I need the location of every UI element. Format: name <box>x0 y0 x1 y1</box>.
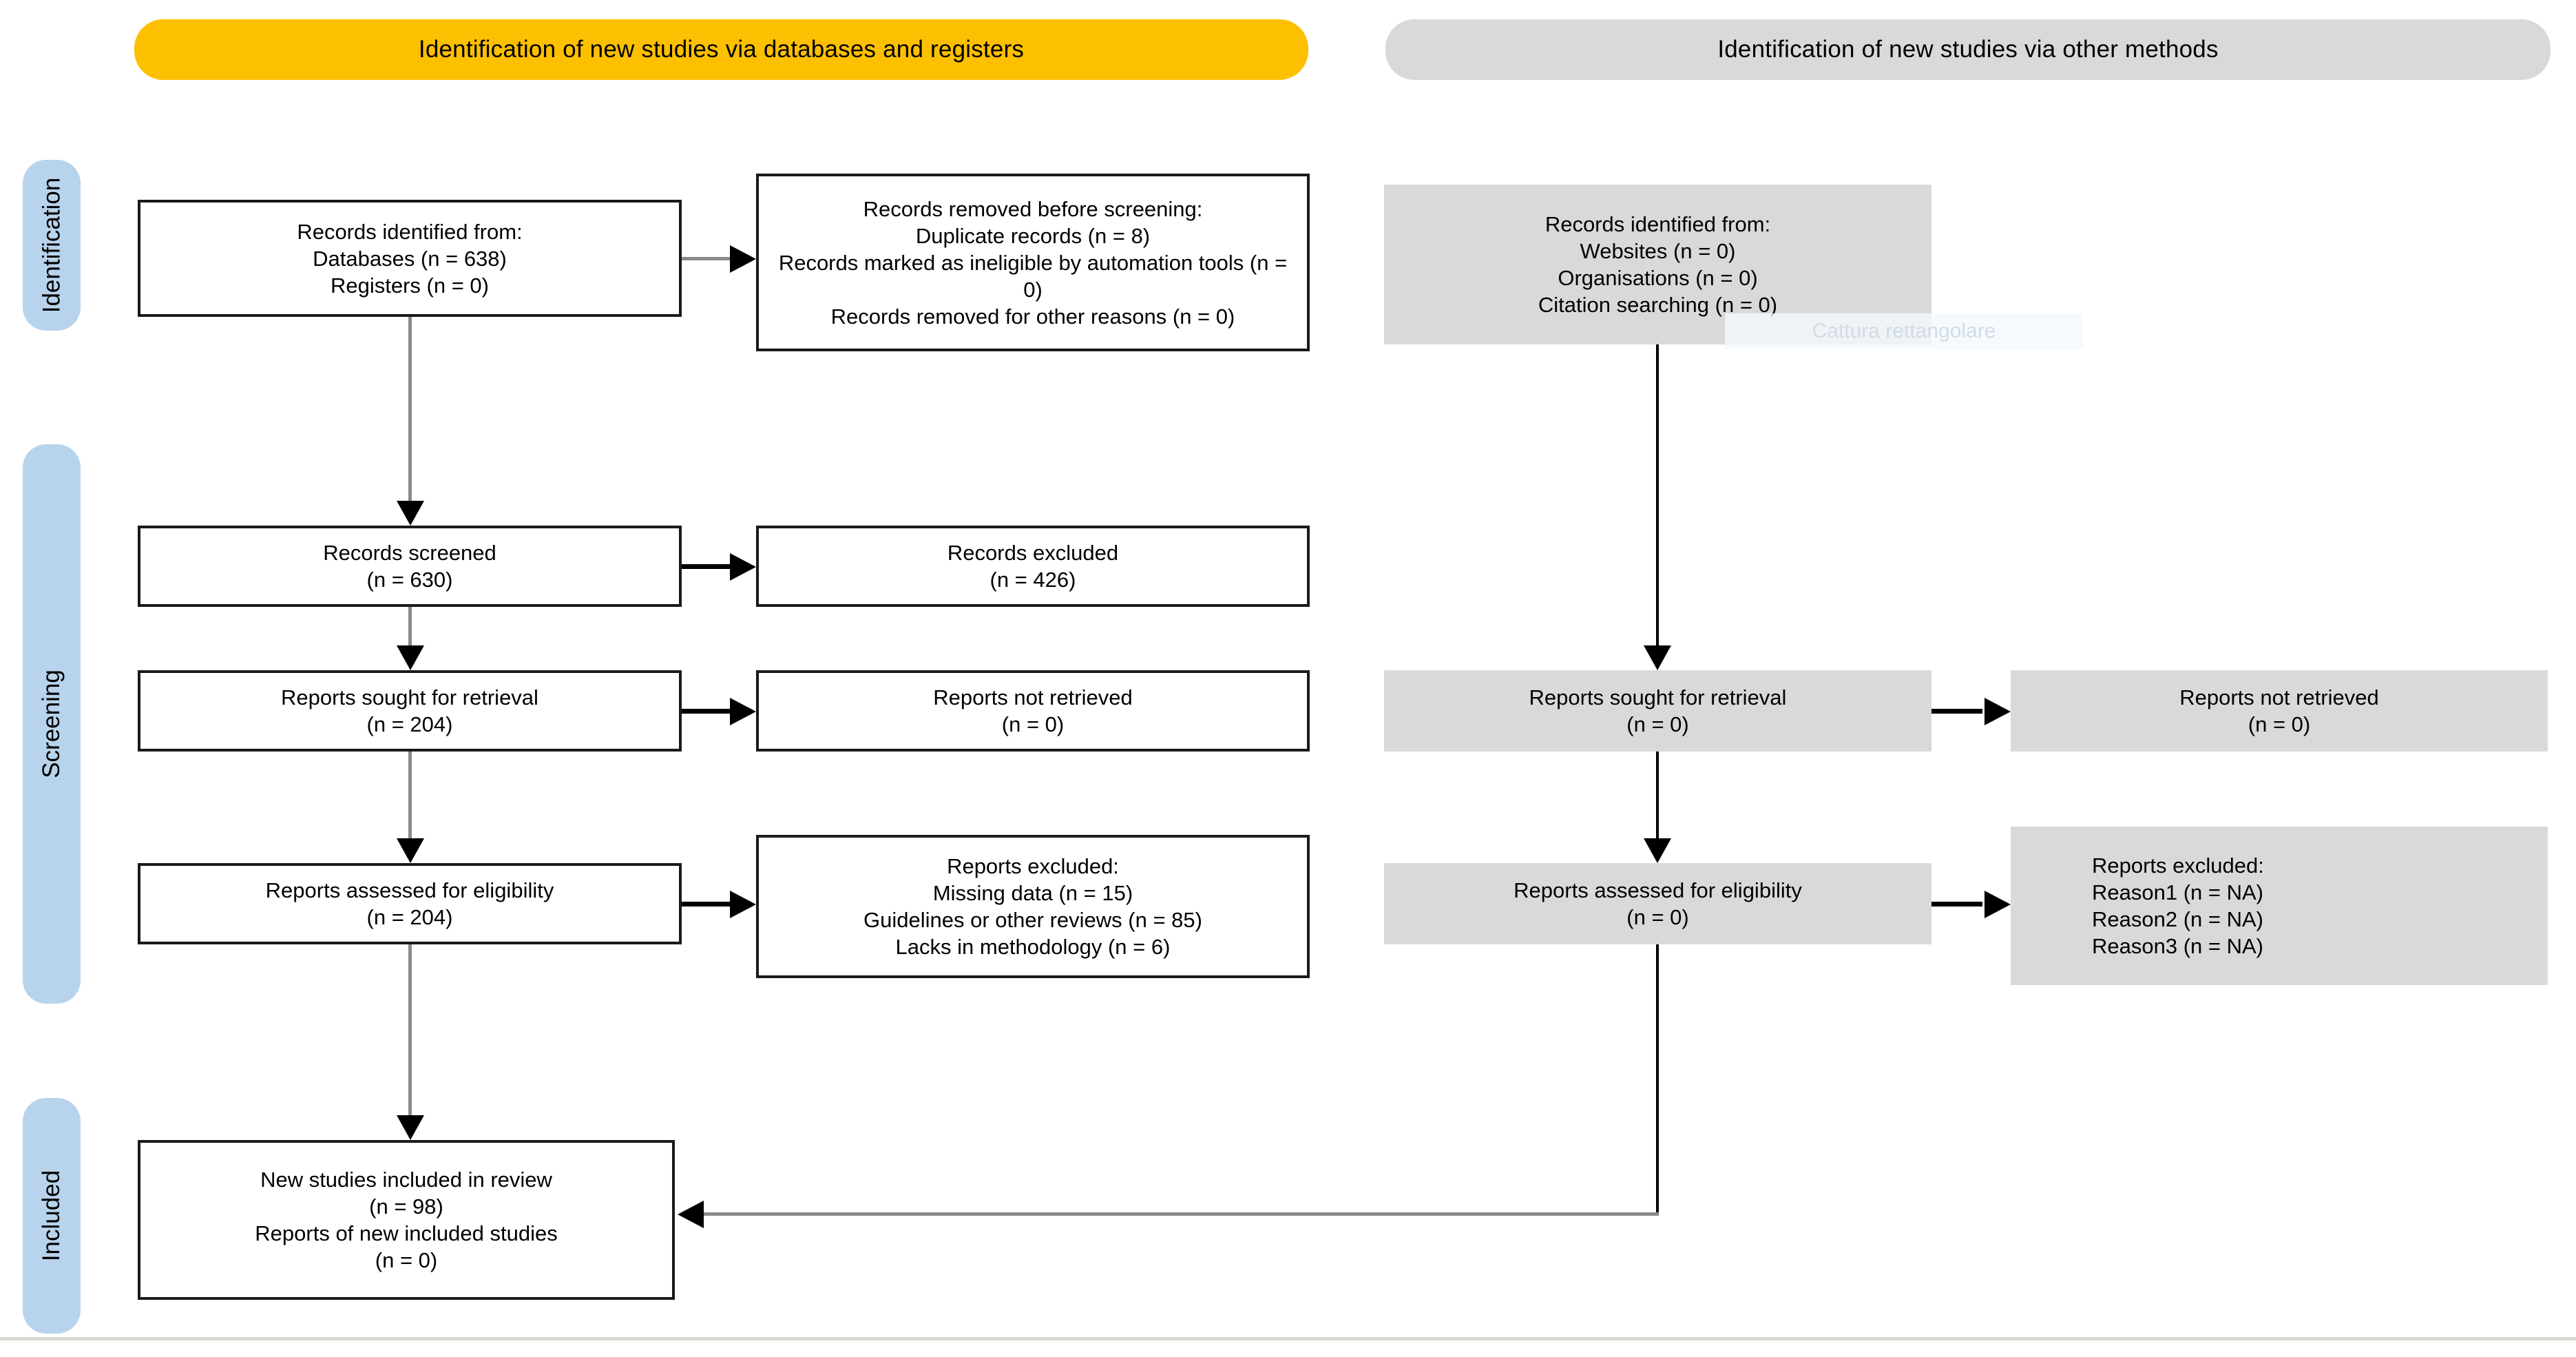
box-reports-assessed-databases: Reports assessed for eligibility (n = 20… <box>138 863 682 944</box>
arrowhead-right-icon <box>1985 891 2011 918</box>
box-line: Reason2 (n = NA) <box>2092 907 2263 931</box>
stage-identification: Identification <box>23 160 81 331</box>
box-line: Reason1 (n = NA) <box>2092 880 2263 904</box>
arrowhead-right-icon <box>730 245 756 273</box>
box-line: Records identified from: <box>297 219 523 244</box>
screenshot-tooltip-text: Cattura rettangolare <box>1812 320 1996 342</box>
box-line: Organisations (n = 0) <box>1558 266 1758 290</box>
box-line: Websites (n = 0) <box>1580 239 1736 263</box>
box-line: Databases (n = 638) <box>313 246 507 271</box>
box-line: Registers (n = 0) <box>330 273 489 298</box>
box-line: Records screened <box>323 541 496 565</box>
arrowhead-left-icon <box>678 1201 704 1228</box>
arrow-screened-to-excluded <box>682 564 731 569</box>
box-line: Guidelines or other reviews (n = 85) <box>863 908 1202 932</box>
box-line: Records excluded <box>947 541 1119 565</box>
arrow-assessed-to-excluded <box>682 902 731 907</box>
box-records-excluded: Records excluded (n = 426) <box>756 526 1310 607</box>
stage-screening: Screening <box>23 444 81 1004</box>
box-reports-not-retrieved-other: Reports not retrieved (n = 0) <box>2011 670 2548 752</box>
box-line: Reports sought for retrieval <box>1529 685 1787 709</box>
box-line: (n = 204) <box>366 712 453 736</box>
stage-included-label: Included <box>38 1170 65 1262</box>
arrowhead-right-icon <box>1985 698 2011 725</box>
box-reports-sought-databases: Reports sought for retrieval (n = 204) <box>138 670 682 752</box>
box-line: (n = 0) <box>2248 712 2311 736</box>
connector-assessed-other-down <box>1656 944 1659 1214</box>
arrow-identified-to-removed <box>682 257 731 260</box>
box-line: New studies included in review <box>260 1168 552 1192</box>
arrowhead-down-icon <box>397 1115 424 1140</box>
arrow-screened-to-sought <box>408 607 412 647</box>
screenshot-tooltip-artifact: Cattura rettangolare <box>1725 313 2083 349</box>
banner-other-methods: Identification of new studies via other … <box>1385 19 2551 80</box>
box-records-identified-databases: Records identified from: Databases (n = … <box>138 200 682 317</box>
box-line: Reports excluded: <box>947 854 1119 878</box>
box-line: Reports excluded: <box>2092 853 2264 878</box>
arrow-identified-other-to-sought <box>1656 344 1659 647</box>
box-records-identified-other: Records identified from: Websites (n = 0… <box>1384 185 1931 344</box>
box-line: Reports assessed for eligibility <box>1514 878 1802 902</box>
banner-other-label: Identification of new studies via other … <box>1717 36 2219 63</box>
arrowhead-down-icon <box>1644 838 1671 863</box>
arrow-assessed-to-included <box>408 944 412 1117</box>
box-reports-sought-other: Reports sought for retrieval (n = 0) <box>1384 670 1931 752</box>
box-line: Lacks in methodology (n = 6) <box>895 935 1171 959</box>
arrow-sought-to-notretrieved <box>682 709 731 714</box>
box-line: Reports not retrieved <box>2179 685 2379 709</box>
arrow-sought-other-to-assessed <box>1656 752 1659 840</box>
arrowhead-down-icon <box>397 501 424 526</box>
arrowhead-right-icon <box>730 698 756 725</box>
box-line: Duplicate records (n = 8) <box>915 223 1151 248</box>
box-line: Records removed before screening: <box>863 196 1203 221</box>
box-line: (n = 630) <box>366 568 453 592</box>
box-line: (n = 98) <box>369 1194 443 1219</box>
stage-identification-label: Identification <box>38 177 65 313</box>
box-records-screened: Records screened (n = 630) <box>138 526 682 607</box>
arrowhead-right-icon <box>730 891 756 918</box>
box-line: (n = 0) <box>1626 712 1689 736</box>
box-reports-assessed-other: Reports assessed for eligibility (n = 0) <box>1384 863 1931 944</box>
box-reports-not-retrieved-databases: Reports not retrieved (n = 0) <box>756 670 1310 752</box>
stage-screening-label: Screening <box>38 670 65 778</box>
arrow-assessed-other-to-excluded <box>1931 902 1982 907</box>
box-line: (n = 204) <box>366 905 453 929</box>
banner-databases-label: Identification of new studies via databa… <box>418 36 1025 63</box>
box-line: (n = 0) <box>1626 905 1689 929</box>
box-reports-excluded-databases: Reports excluded: Missing data (n = 15) … <box>756 835 1310 978</box>
box-line: Records identified from: <box>1544 212 1771 236</box>
box-line: Reports sought for retrieval <box>281 685 538 709</box>
arrowhead-right-icon <box>730 553 756 581</box>
box-line: Reason3 (n = NA) <box>2092 934 2263 958</box>
box-line: Reports assessed for eligibility <box>265 878 554 902</box>
box-line: (n = 426) <box>989 568 1076 592</box>
box-line: Citation searching (n = 0) <box>1538 293 1778 317</box>
box-line: Reports of new included studies <box>255 1221 558 1245</box>
box-line: Missing data (n = 15) <box>932 881 1133 905</box>
stage-included: Included <box>23 1098 81 1334</box>
box-line: Records marked as ineligible by automati… <box>778 250 1288 302</box>
bottom-divider <box>0 1337 2576 1340</box>
box-reports-excluded-other: Reports excluded: Reason1 (n = NA) Reaso… <box>2011 827 2548 985</box>
box-records-removed-before-screening: Records removed before screening: Duplic… <box>756 174 1310 351</box>
arrow-identified-to-screened <box>408 317 412 504</box>
arrowhead-down-icon <box>1644 645 1671 670</box>
arrow-sought-other-to-notretrieved <box>1931 709 1982 714</box>
banner-databases-registers: Identification of new studies via databa… <box>134 19 1308 80</box>
arrowhead-down-icon <box>397 645 424 670</box>
box-new-studies-included: New studies included in review (n = 98) … <box>138 1140 675 1300</box>
box-line: Records removed for other reasons (n = 0… <box>830 304 1235 329</box>
arrowhead-down-icon <box>397 838 424 863</box>
box-line: (n = 0) <box>375 1248 438 1272</box>
arrow-sought-to-assessed <box>408 752 412 840</box>
box-line: (n = 0) <box>1001 712 1065 736</box>
box-line: Reports not retrieved <box>933 685 1133 709</box>
arrow-other-methods-to-included <box>702 1212 1659 1216</box>
